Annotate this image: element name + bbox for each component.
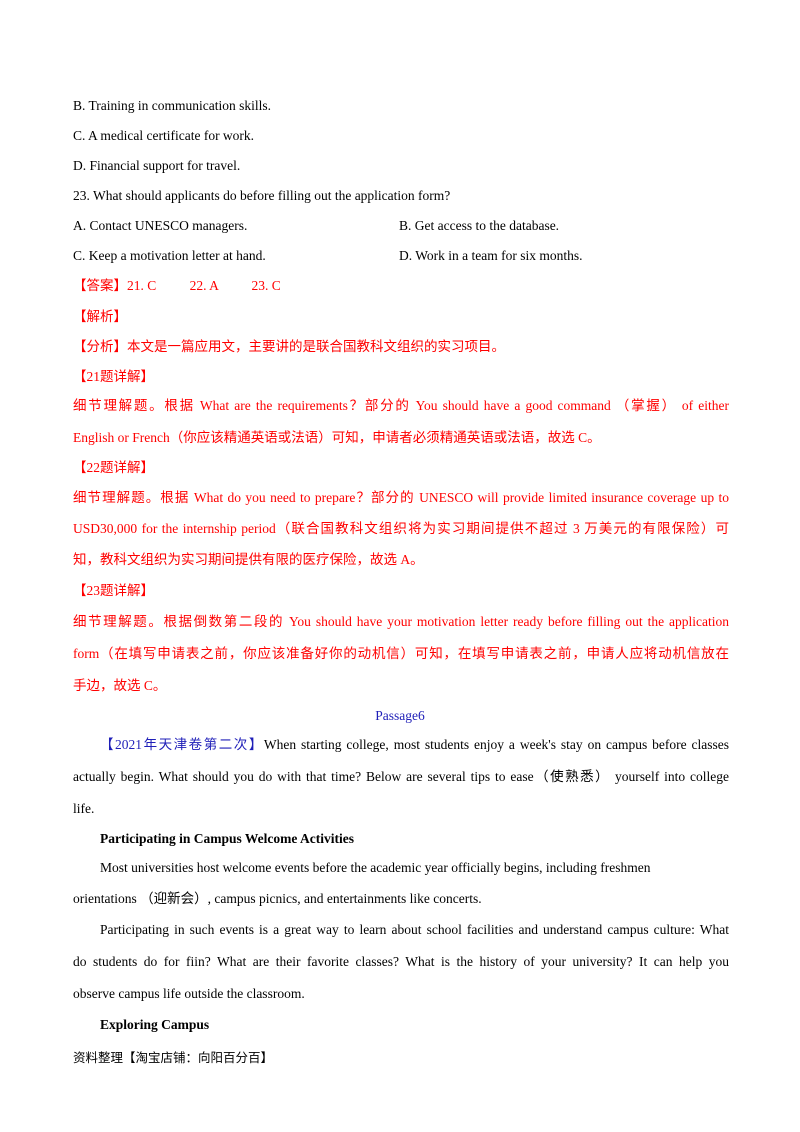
passage-p1-line-2: actually begin. What should you do with … bbox=[73, 769, 729, 784]
passage-title: Passage6 bbox=[375, 708, 425, 723]
q23-detail-line-2: form（在填写申请表之前，你应该准备好你的动机信）可知，在填写申请表之前，申请… bbox=[73, 646, 729, 661]
q22-detail-line-3: 知，教科文组织为实习期间提供有限的医疗保险，故选 A。 bbox=[73, 552, 424, 567]
q22-option-d: D. Financial support for travel. bbox=[73, 158, 241, 173]
passage-p2-line-2: orientations （迎新会）, campus picnics, and … bbox=[73, 891, 482, 906]
q23-detail-line-3: 手边，故选 C。 bbox=[73, 678, 167, 693]
q23-row-1: A. Contact UNESCO managers. B. Get acces… bbox=[73, 216, 729, 236]
analysis-summary: 【分析】本文是一篇应用文，主要讲的是联合国教科文组织的实习项目。 bbox=[73, 339, 505, 354]
q22-detail-heading: 【22题详解】 bbox=[73, 460, 154, 475]
passage-p3-line-2: do students do for fiin? What are their … bbox=[73, 954, 729, 969]
page-footer: 资料整理【淘宝店铺：向阳百分百】 bbox=[73, 1051, 274, 1065]
q23-stem: 23. What should applicants do before fil… bbox=[73, 188, 451, 203]
section-heading-welcome: Participating in Campus Welcome Activiti… bbox=[100, 831, 354, 846]
passage-p3-line-1: Participating in such events is a great … bbox=[100, 922, 729, 937]
passage-p1-line-1: 【2021年天津卷第二次】When starting college, most… bbox=[100, 735, 729, 755]
analysis-heading: 【解析】 bbox=[73, 309, 127, 324]
q22-detail-line-1: 细节理解题。根据 What do you need to prepare？部分的… bbox=[73, 490, 729, 505]
q23-row-2: C. Keep a motivation letter at hand. D. … bbox=[73, 246, 729, 266]
passage-p2-line-1: Most universities host welcome events be… bbox=[100, 860, 651, 875]
answer-23: 23. C bbox=[251, 278, 281, 293]
section-heading-exploring: Exploring Campus bbox=[100, 1017, 210, 1032]
answer-line: 【答案】21. C 22. A 23. C bbox=[73, 276, 729, 296]
q23-option-a: A. Contact UNESCO managers. bbox=[73, 218, 248, 233]
q22-option-c: C. A medical certificate for work. bbox=[73, 128, 255, 143]
passage-p1-line-3: life. bbox=[73, 801, 95, 816]
q22-option-b: B. Training in communication skills. bbox=[73, 98, 272, 113]
q23-detail-heading: 【23题详解】 bbox=[73, 583, 154, 598]
q21-detail-heading: 【21题详解】 bbox=[73, 369, 154, 384]
answer-21: 21. C bbox=[127, 278, 157, 293]
q22-detail-line-2: USD30,000 for the internship period（联合国教… bbox=[73, 521, 729, 536]
q23-option-d: D. Work in a team for six months. bbox=[399, 248, 583, 263]
q21-detail-line-2: English or French（你应该精通英语或法语）可知，申请者必须精通英… bbox=[73, 430, 601, 445]
answer-22: 22. A bbox=[189, 278, 219, 293]
q21-detail-line-1: 细节理解题。根据 What are the requirements？部分的 Y… bbox=[73, 398, 729, 413]
passage-p1-text: When starting college, most students enj… bbox=[263, 737, 730, 752]
passage-p3-line-3: observe campus life outside the classroo… bbox=[73, 986, 305, 1001]
q23-detail-line-1: 细节理解题。根据倒数第二段的 You should have your moti… bbox=[73, 614, 729, 629]
q23-option-c: C. Keep a motivation letter at hand. bbox=[73, 248, 266, 263]
answer-label: 【答案】 bbox=[73, 278, 127, 293]
passage-source: 【2021年天津卷第二次】 bbox=[100, 737, 264, 752]
q23-option-b: B. Get access to the database. bbox=[399, 218, 560, 233]
